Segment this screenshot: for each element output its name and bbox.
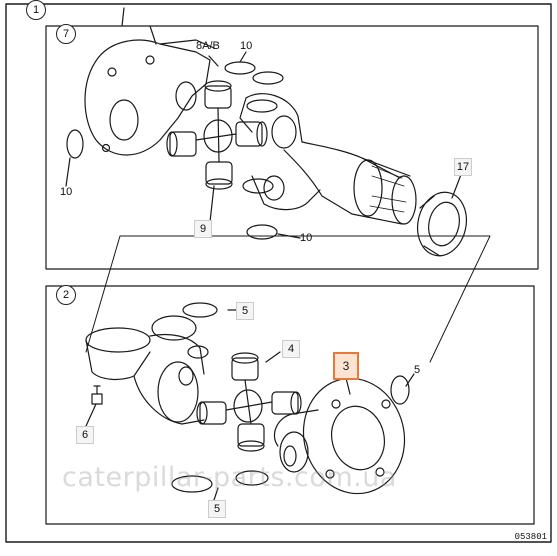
callout-bottom-snap-ring-top: 5 — [236, 302, 254, 320]
top-yoke-shaft — [239, 93, 417, 225]
callout-snap-ring-left: 10 — [60, 186, 73, 198]
callout-grease-fitting: 6 — [76, 426, 94, 444]
bottom-shaft-housing — [85, 315, 209, 425]
callout-seal: 17 — [454, 158, 472, 176]
callout-bottom-snap-ring-right: 5 — [414, 364, 421, 376]
bottom-grease-fitting — [91, 385, 103, 405]
callout-snap-ring-top: 10 — [240, 40, 253, 52]
callout-bottom-snap-ring-bottom: 5 — [208, 500, 226, 518]
callout-snap-ring-bottom: 10 — [300, 232, 313, 244]
top-seal — [416, 191, 468, 257]
top-snap-rings — [66, 61, 284, 240]
bottom-snap-rings — [171, 302, 410, 493]
view-label-top: 7 — [56, 24, 76, 44]
view-label-bottom: 2 — [56, 285, 76, 305]
callout-yoke-flange: 8A/B — [196, 40, 220, 52]
top-cross-bearing — [166, 80, 268, 190]
watermark-text: caterpillar-parts.com.ua — [62, 462, 397, 493]
bottom-cross-kit — [196, 352, 302, 452]
bottom-panel-frame — [45, 285, 535, 525]
outer-frame — [5, 3, 552, 543]
top-panel-frame — [45, 25, 539, 270]
bottom-flange — [273, 377, 406, 495]
view-label-outer: 1 — [26, 0, 46, 20]
figure-code: 053801 — [514, 532, 547, 542]
callout-cross-bearing: 9 — [194, 220, 212, 238]
top-housing-flange — [84, 7, 215, 156]
callout-flange-selected[interactable]: 3 — [333, 352, 359, 380]
callout-cross-kit: 4 — [282, 340, 300, 358]
